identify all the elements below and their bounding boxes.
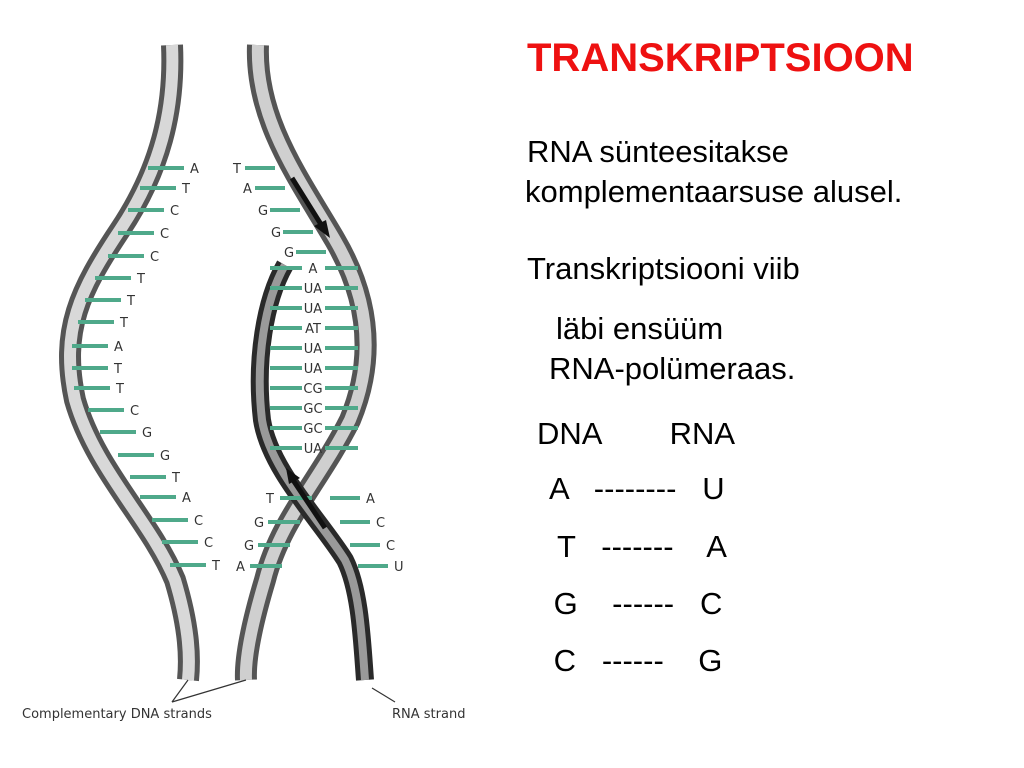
nucleotide-label: C	[204, 536, 213, 551]
nucleotide-label: GC	[303, 422, 322, 437]
nucleotide-label: UA	[304, 282, 323, 297]
nucleotide-label: T	[232, 162, 241, 177]
nucleotide-label: T	[126, 294, 135, 309]
nucleotide-label: T	[171, 471, 180, 486]
nucleotide-label: C	[170, 204, 179, 219]
nucleotide-label: U	[394, 560, 404, 575]
nucleotide-label: G	[284, 246, 294, 261]
nucleotide-label: T	[211, 559, 220, 574]
nucleotide-label: A	[243, 182, 252, 197]
nucleotide-label: C	[194, 514, 203, 529]
pairing-table-header: DNA RNA	[537, 416, 736, 451]
nucleotide-label: C	[386, 539, 395, 554]
direction-arrow-top	[289, 176, 330, 238]
nucleotide-label: CG	[303, 382, 322, 397]
nucleotide-label: T	[265, 492, 274, 507]
nucleotide-label: T	[136, 272, 145, 287]
nucleotide-label: A	[309, 262, 318, 277]
caption-rna-strand: RNA strand	[392, 707, 465, 722]
dna-rna-hybrid-base-pairs: A UA UA AT UA UA CG GC GC UA	[270, 262, 358, 457]
pairing-row: G ------ C	[545, 586, 723, 621]
paragraph-rna-synthesis: RNA sünteesitakse komplementaarsuse alus…	[525, 132, 903, 212]
nucleotide-label: T	[113, 362, 122, 377]
page-title: TRANSKRIPTSIOON	[527, 36, 914, 80]
nucleotide-label: T	[119, 316, 128, 331]
nucleotide-label: A	[190, 162, 199, 177]
nucleotide-label: UA	[304, 362, 323, 377]
nucleotide-label: UA	[304, 342, 323, 357]
nucleotide-label: C	[150, 250, 159, 265]
nucleotide-label: G	[160, 449, 170, 464]
nucleotide-label: G	[244, 539, 254, 554]
nucleotide-label: A	[236, 560, 245, 575]
caption-complementary-dna: Complementary DNA strands	[22, 707, 212, 722]
pairing-row: A -------- U	[549, 471, 725, 506]
nucleotide-label: T	[181, 182, 190, 197]
nucleotide-label: C	[160, 227, 169, 242]
nucleotide-label: T	[115, 382, 124, 397]
nucleotide-label: UA	[304, 442, 323, 457]
nucleotide-label: UA	[304, 302, 323, 317]
paragraph-enzyme: läbi ensüüm RNA-polümeraas.	[549, 309, 795, 389]
direction-arrow-bottom	[286, 468, 328, 530]
nucleotide-label: G	[258, 204, 268, 219]
paragraph-transcription: Transkriptsiooni viib	[527, 249, 800, 289]
nucleotide-label: A	[182, 491, 191, 506]
paragraph-line: RNA-polümeraas.	[549, 351, 796, 386]
paragraph-line: komplementaarsuse alusel.	[525, 174, 903, 209]
nucleotide-label: C	[130, 404, 139, 419]
nucleotide-label: A	[114, 340, 123, 355]
paragraph-line: Transkriptsiooni viib	[527, 251, 800, 286]
nucleotide-label: C	[376, 516, 385, 531]
nucleotide-label: A	[366, 492, 375, 507]
pairing-row: C ------ G	[545, 643, 723, 678]
nucleotide-label: AT	[305, 322, 321, 337]
pairing-row: T ------- A	[549, 529, 727, 564]
nucleotide-label: GC	[303, 402, 322, 417]
nucleotide-label: G	[271, 226, 281, 241]
paragraph-line: läbi ensüüm	[556, 311, 724, 346]
paragraph-line: RNA sünteesitakse	[527, 134, 789, 169]
nucleotide-label: G	[254, 516, 264, 531]
nucleotide-label: G	[142, 426, 152, 441]
